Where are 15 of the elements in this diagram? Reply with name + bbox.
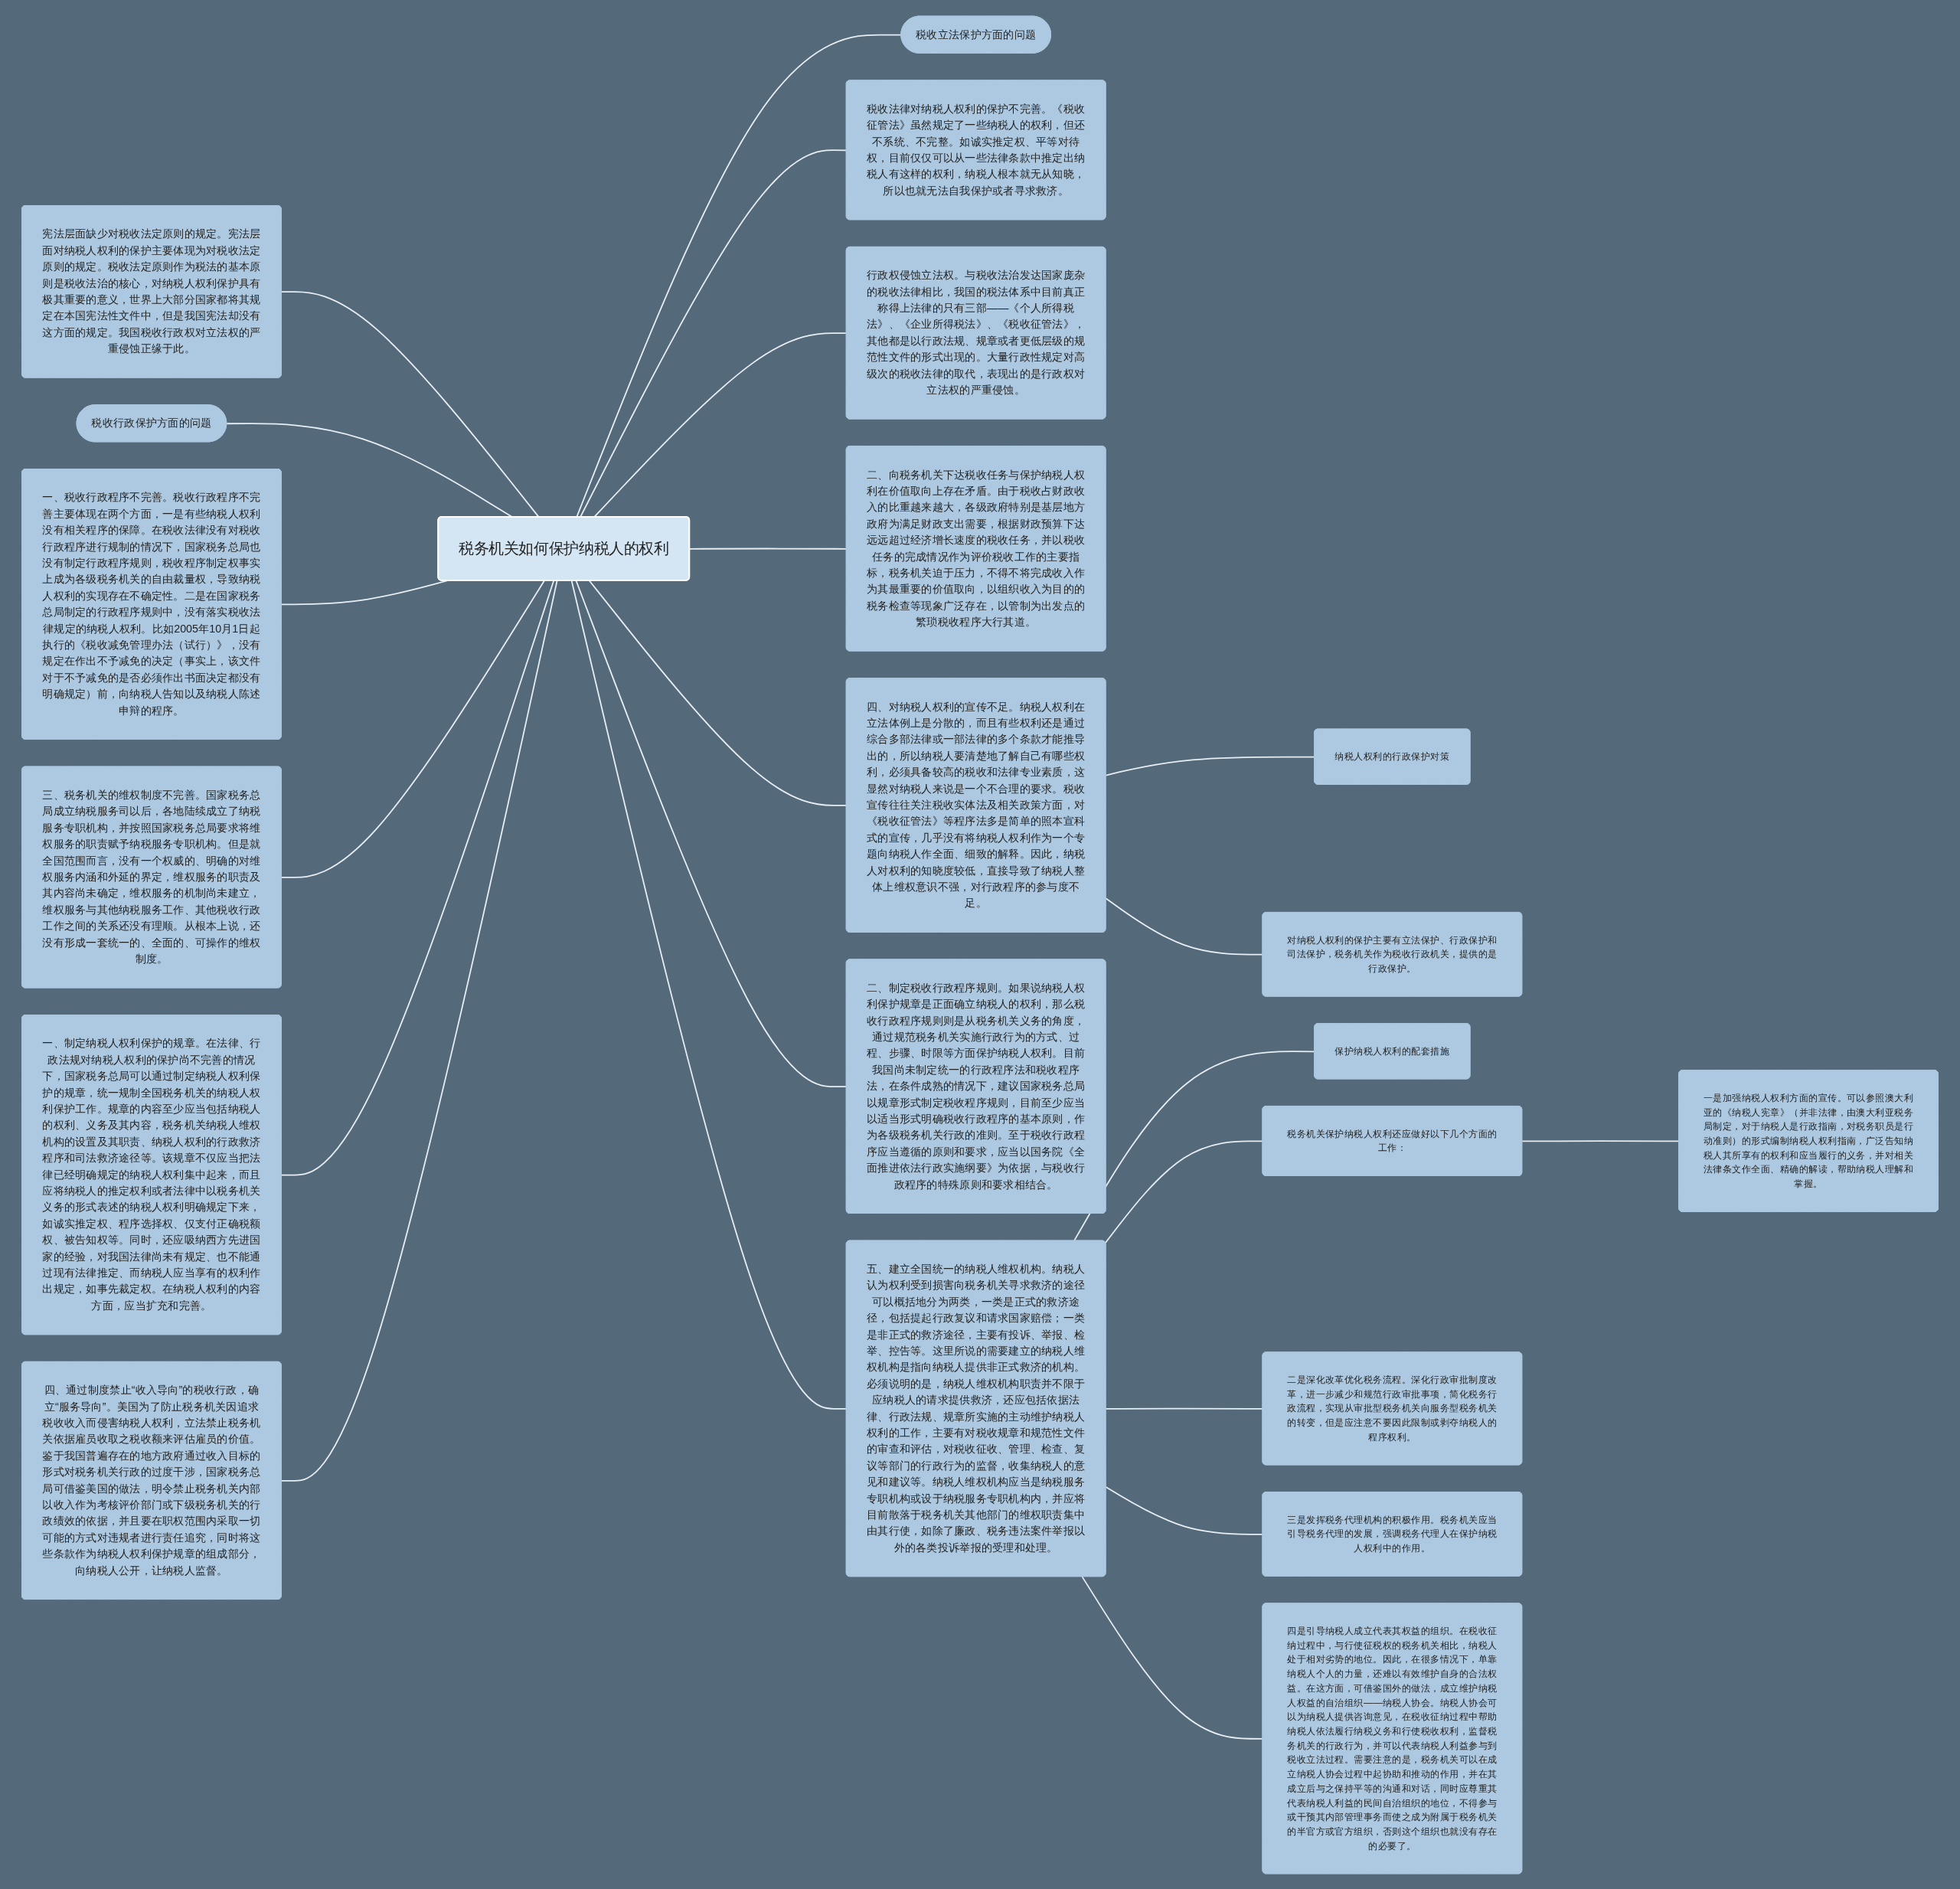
connector [1105, 1140, 1264, 1244]
connector [593, 332, 848, 518]
connector [280, 579, 555, 1175]
connector [280, 290, 540, 518]
connector [580, 149, 848, 518]
connector [588, 579, 848, 806]
connector [1105, 1485, 1264, 1535]
connector [570, 579, 848, 1410]
connector [575, 579, 848, 1087]
connector [1105, 1407, 1264, 1410]
connector [1105, 897, 1264, 956]
connector [280, 579, 449, 605]
connector [280, 579, 558, 1482]
connector [1081, 1575, 1264, 1740]
connector [280, 579, 545, 878]
